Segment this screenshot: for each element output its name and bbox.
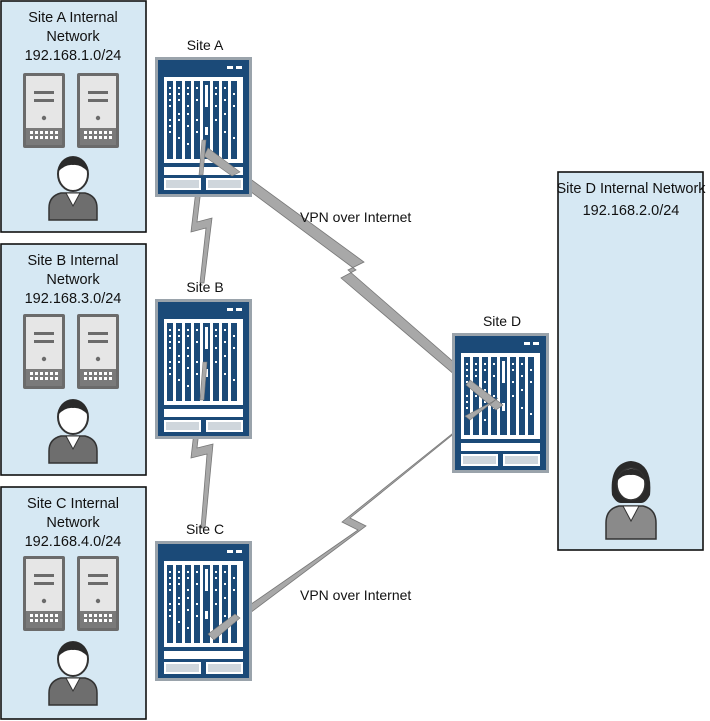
- site-b-box-title: Site B Internal: [27, 253, 118, 269]
- site-a-subnet: 192.168.1.0/24: [25, 48, 122, 64]
- server-icon: [23, 314, 65, 389]
- vpn-label-bottom: VPN over Internet: [300, 587, 411, 603]
- site-d-subnet: 192.168.2.0/24: [583, 203, 680, 219]
- vpn-label-top: VPN over Internet: [300, 209, 411, 225]
- site-c-subnet: 192.168.4.0/24: [25, 534, 122, 550]
- site-b-subnet: 192.168.3.0/24: [25, 291, 122, 307]
- server-icon: [77, 73, 119, 148]
- site-c-box-title: Site C Internal: [27, 496, 119, 512]
- server-icon: [77, 556, 119, 631]
- server-icon: [23, 73, 65, 148]
- site-a-box-title-line2: Network: [46, 29, 100, 45]
- site-b-router-label: Site B: [186, 279, 223, 295]
- router-icon: [155, 541, 252, 681]
- site-c-box-title-line2: Network: [46, 515, 100, 531]
- site-d-router-label: Site D: [483, 313, 521, 329]
- site-c-router-label: Site C: [186, 521, 224, 537]
- site-a-box-title: Site A Internal: [28, 10, 117, 26]
- site-a-router-label: Site A: [187, 37, 224, 53]
- site-b-box-title-line2: Network: [46, 272, 100, 288]
- site-d-box-title: Site D Internal Network: [556, 181, 706, 197]
- router-icon: [155, 57, 252, 197]
- server-icon: [77, 314, 119, 389]
- lightning-link-icon: [198, 139, 504, 641]
- server-icon: [23, 556, 65, 631]
